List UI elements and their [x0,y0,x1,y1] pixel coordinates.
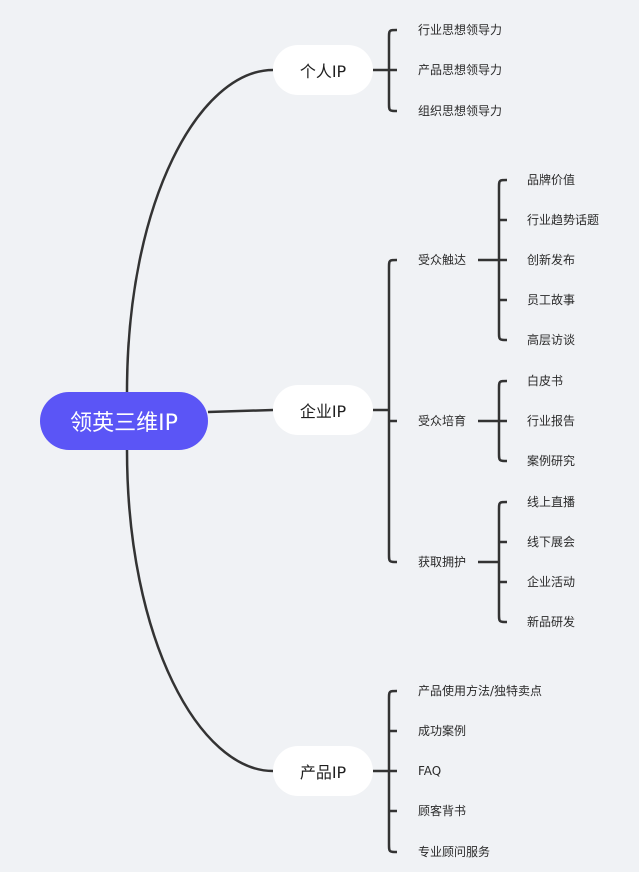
branch-node-product-ip[interactable]: 产品IP [273,746,373,796]
bracket-audience-nurture [478,379,508,463]
leaf-node[interactable]: 行业思想领导力 [418,23,503,37]
leaf-node[interactable]: 新品研发 [527,615,576,629]
leaf-node[interactable]: 成功案例 [418,724,467,738]
subbranch-node-advocacy[interactable]: 获取拥护 [418,555,467,569]
subbranch-node-audience-nurture[interactable]: 受众培育 [418,414,467,428]
bracket-advocacy [478,500,508,624]
bracket-enterprise [373,258,398,564]
branch-node-personal-ip[interactable]: 个人IP [273,45,373,95]
leaf-node[interactable]: FAQ [418,764,442,778]
root-label: 领英三维IP [70,411,178,436]
connector-root-personal [125,68,274,393]
connector-root-product [125,449,274,773]
leaf-node[interactable]: 顾客背书 [418,804,467,818]
leaf-node[interactable]: 员工故事 [527,293,576,307]
leaf-node[interactable]: 产品使用方法/独特卖点 [418,684,543,698]
root-node[interactable]: 领英三维IP [40,392,208,450]
leaf-node[interactable]: 品牌价值 [527,173,576,187]
branch-label: 个人IP [299,62,347,81]
leaf-node[interactable]: 线下展会 [527,535,576,549]
branch-label: 产品IP [299,763,347,782]
leaf-node[interactable]: 专业顾问服务 [418,845,491,859]
leaf-node[interactable]: 组织思想领导力 [418,104,503,118]
leaf-node[interactable]: 企业活动 [527,575,576,589]
subbranch-node-audience-reach[interactable]: 受众触达 [418,253,467,267]
bracket-product [373,689,398,854]
leaf-node[interactable]: 线上直播 [527,495,576,509]
leaf-node[interactable]: 案例研究 [527,454,576,468]
branch-label: 企业IP [299,402,347,421]
bracket-personal [373,28,398,113]
leaf-node[interactable]: 白皮书 [527,374,564,388]
connector-root-enterprise [207,408,274,414]
leaf-node[interactable]: 产品思想领导力 [418,63,503,77]
leaf-node[interactable]: 行业趋势话题 [527,213,600,227]
leaf-node[interactable]: 创新发布 [527,253,576,267]
bracket-audience-reach [478,178,508,342]
branch-node-enterprise-ip[interactable]: 企业IP [273,385,373,435]
leaf-node[interactable]: 行业报告 [527,414,576,428]
leaf-node[interactable]: 高层访谈 [527,333,576,347]
